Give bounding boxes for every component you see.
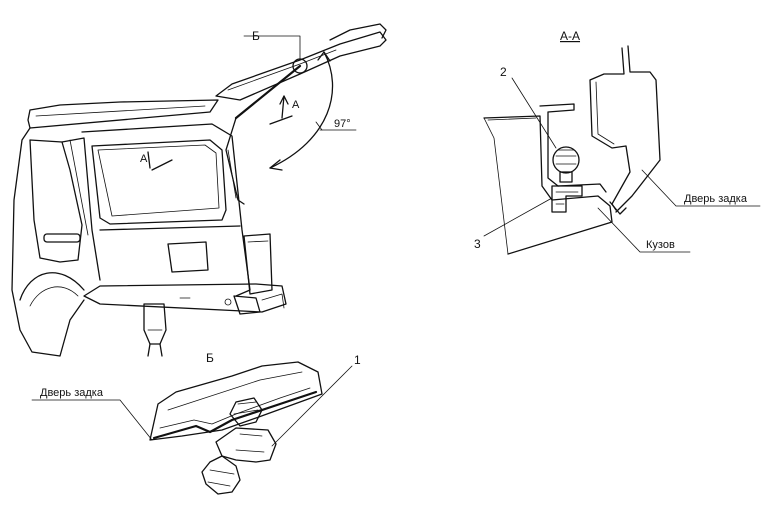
callout-b-label: Б [252, 29, 260, 43]
section-title: А-А [560, 29, 580, 43]
section-aa-view [483, 45, 761, 255]
door-label-right: Дверь задка [684, 193, 748, 205]
detail-b-view [31, 361, 353, 495]
vehicle-rear-view [11, 23, 387, 357]
item-3-label: 3 [474, 237, 481, 251]
door-label-bottom: Дверь задка [40, 387, 104, 399]
item-1-label: 1 [354, 353, 361, 367]
angle-label: 97° [334, 118, 351, 130]
detail-title: Б [206, 351, 214, 365]
section-a-left-label: А [140, 153, 148, 165]
section-a-right-label: А [292, 99, 300, 111]
body-label: Кузов [646, 239, 675, 251]
item-2-label: 2 [500, 65, 507, 79]
